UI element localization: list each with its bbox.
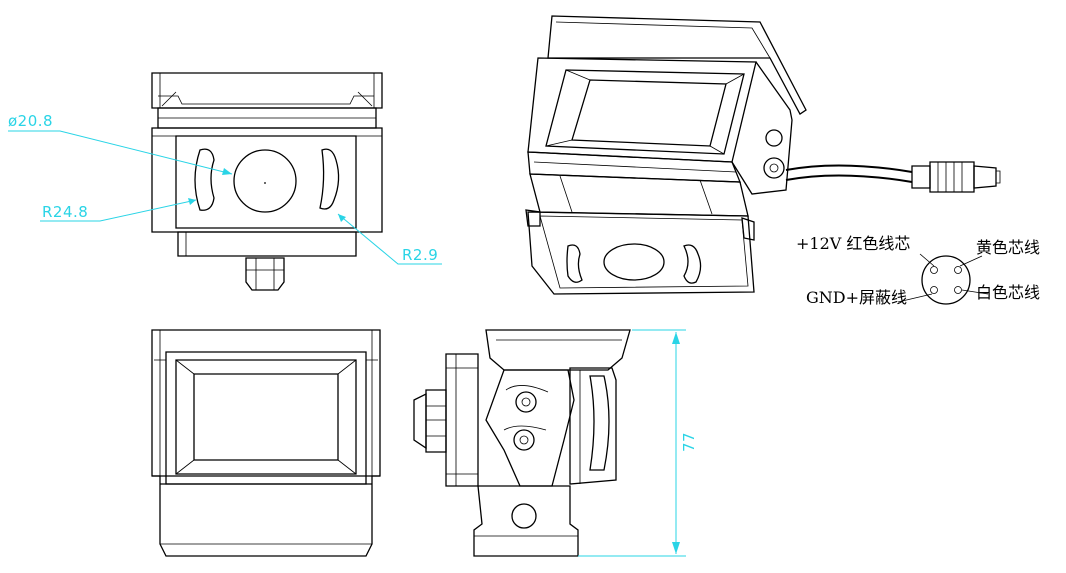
pin-yellow-label: 黄色芯线	[976, 238, 1040, 257]
radius-outer-label: R24.8	[42, 203, 88, 221]
pin-white-label: 白色芯线	[976, 283, 1040, 302]
front-view	[151, 329, 381, 557]
pin-gnd-label: GND+屏蔽线	[806, 288, 907, 307]
height-label: 77	[680, 432, 698, 452]
pinout-diagram: +12V 红色线芯 GND+屏蔽线 黄色芯线 白色芯线	[796, 234, 1040, 307]
pin-12v-label: +12V 红色线芯	[796, 234, 910, 253]
side-view: 77	[413, 329, 698, 557]
radius-slot-label: R2.9	[402, 246, 438, 264]
rear-view: ø20.8 R24.8 R2.9	[8, 72, 442, 291]
isometric-view	[525, 15, 1001, 295]
diameter-label: ø20.8	[8, 112, 53, 130]
